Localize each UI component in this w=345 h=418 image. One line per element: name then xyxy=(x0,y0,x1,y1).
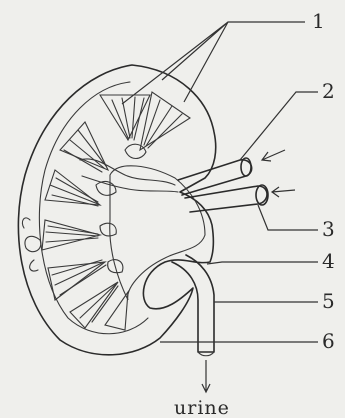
leader-3 xyxy=(258,205,318,230)
urine-arrow xyxy=(202,360,210,392)
label-1: 1 xyxy=(312,9,325,33)
kidney-capsule xyxy=(18,65,215,355)
ureter xyxy=(172,255,214,352)
leader-2 xyxy=(240,92,318,160)
label-4: 4 xyxy=(322,249,335,273)
cortex-boundary xyxy=(39,82,148,334)
label-2: 2 xyxy=(322,79,335,103)
leader-4 xyxy=(207,262,318,264)
label-6: 6 xyxy=(322,329,335,353)
caption-urine: urine xyxy=(174,397,230,418)
leader-lines xyxy=(122,22,318,342)
renal-vessels xyxy=(22,159,178,271)
leader-1 xyxy=(122,22,305,104)
label-3: 3 xyxy=(322,217,335,241)
label-5: 5 xyxy=(322,289,335,313)
